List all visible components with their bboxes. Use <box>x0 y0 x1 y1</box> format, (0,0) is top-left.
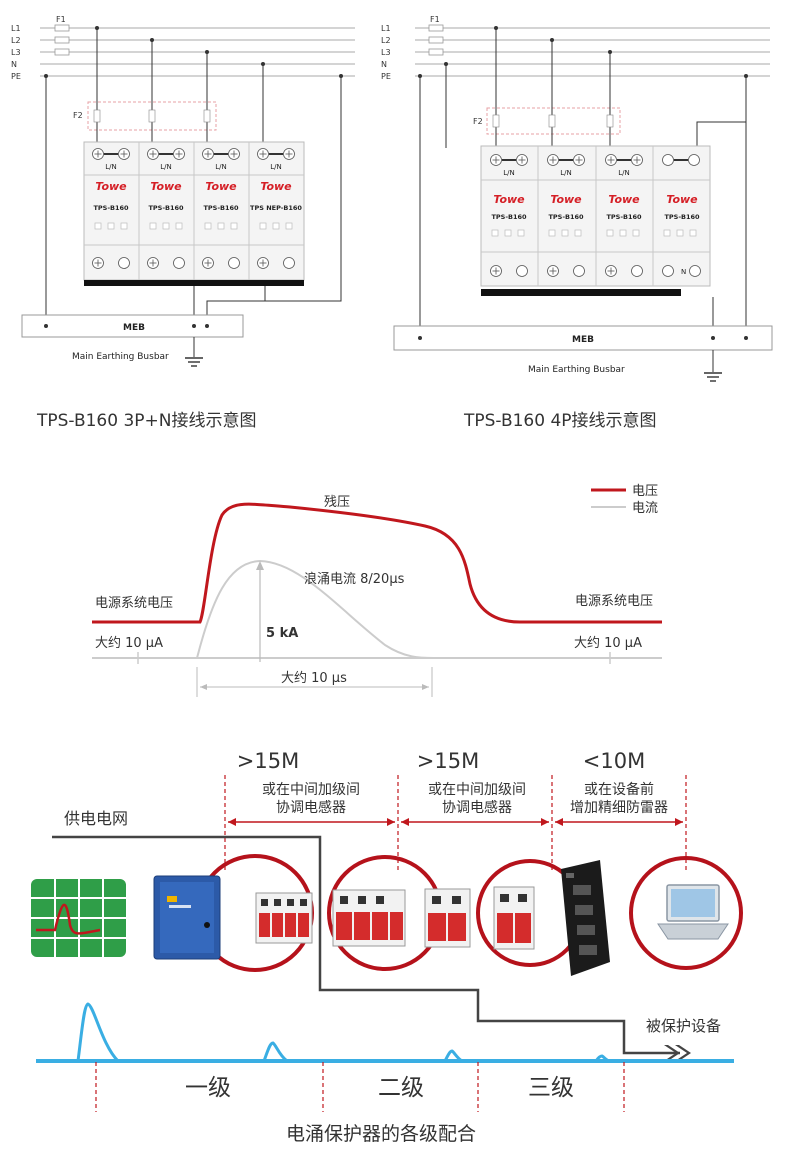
note-2-line-1: 或在中间加级间 <box>428 782 526 798</box>
meb-label: MEB <box>123 323 145 333</box>
residual-voltage-label: 残压 <box>324 495 350 510</box>
duration-label: 大约 10 μs <box>281 671 347 686</box>
note-1-line-1: 或在中间加级间 <box>262 782 360 798</box>
waveform-svg: 电压 电流 残压 浪涌电流 8/20μs 5 kA 电源系统电压 电源系统电压 … <box>92 484 662 697</box>
terminal-label: L/N <box>105 163 117 171</box>
busbar-label: Main Earthing Busbar <box>72 352 169 362</box>
terminal-n-label: N <box>681 268 686 276</box>
terminal-label: L/N <box>160 163 172 171</box>
peak-label: 5 kA <box>266 626 298 641</box>
legend-voltage: 电压 <box>632 484 658 499</box>
note-3-line-2: 增加精细防雷器 <box>570 800 668 816</box>
module-model: TPS-B160 <box>203 204 239 212</box>
spd-module-icon <box>255 892 313 944</box>
note-3-line-1: 或在设备前 <box>584 781 654 798</box>
level-1: 一级 <box>185 1075 231 1101</box>
caption-3p-n: TPS-B160 3P+N接线示意图 <box>37 411 257 431</box>
level-3: 三级 <box>528 1075 574 1101</box>
coordination-caption: 电涌保护器的各级配合 <box>286 1123 476 1145</box>
wiring-left: L1 L2 L3 N PE F1 F2 <box>11 15 355 367</box>
terminal-label: L/N <box>560 169 572 177</box>
meb-label: MEB <box>572 335 594 345</box>
line-label-l3: L3 <box>381 48 391 57</box>
module-model: TPS-B160 <box>664 213 700 221</box>
line-label-l3: L3 <box>11 48 21 57</box>
surge-pulses <box>76 1002 610 1063</box>
spd-cabinet-icon <box>153 875 221 960</box>
line-label-l1: L1 <box>381 24 391 33</box>
laptop-icon <box>657 884 729 940</box>
wiring-right: L1 L2 L3 N PE F1 F2 <box>381 15 773 382</box>
brand-logo: Towe <box>550 193 582 206</box>
level-2: 二级 <box>378 1075 424 1101</box>
caption-4p: TPS-B160 4P接线示意图 <box>464 411 657 431</box>
brand-logo: Towe <box>205 180 237 193</box>
power-strip-icon <box>561 860 610 976</box>
distance-3: <10M <box>583 749 645 773</box>
spd-coordination: >15M >15M <10M 或在中间加级间 协调电感器 或在中间加级间 协调电… <box>0 730 790 1172</box>
right-module-row: L/N L/N L/N Towe Towe Towe Towe TPS-B160… <box>480 145 711 296</box>
note-1-line-2: 协调电感器 <box>276 799 346 816</box>
spd-module-icon <box>493 886 535 950</box>
approx-current-left: 大约 10 μA <box>95 636 163 651</box>
line-label-pe: PE <box>381 72 391 81</box>
module-model: TPS-B160 <box>548 213 584 221</box>
terminal-label: L/N <box>618 169 630 177</box>
module-model: TPS-B160 <box>93 204 129 212</box>
protected-equipment-label: 被保护设备 <box>646 1017 721 1035</box>
system-voltage-left: 电源系统电压 <box>95 596 173 611</box>
coordination-svg: >15M >15M <10M 或在中间加级间 协调电感器 或在中间加级间 协调电… <box>31 749 743 1145</box>
brand-logo: Towe <box>493 193 525 206</box>
module-model: TPS-B160 <box>148 204 184 212</box>
protection-rings <box>196 854 743 972</box>
surge-waveform: 电压 电流 残压 浪涌电流 8/20μs 5 kA 电源系统电压 电源系统电压 … <box>0 470 790 720</box>
chevron-right-icon <box>664 1045 691 1061</box>
terminal-label: L/N <box>215 163 227 171</box>
voltage-step-line <box>52 835 680 1055</box>
brand-logo: Towe <box>150 180 182 193</box>
legend-current: 电流 <box>632 501 658 516</box>
brand-logo: Towe <box>95 180 127 193</box>
fuse-f2-label: F2 <box>73 111 83 120</box>
brand-logo: Towe <box>666 193 698 206</box>
line-label-l2: L2 <box>11 36 21 45</box>
distance-2: >15M <box>417 749 479 773</box>
note-2-line-2: 协调电感器 <box>442 799 512 816</box>
line-label-l2: L2 <box>381 36 391 45</box>
terminal-label: L/N <box>503 169 515 177</box>
brand-logo: Towe <box>260 180 292 193</box>
wiring-svg: L1 L2 L3 N PE F1 F2 <box>11 15 773 382</box>
line-label-n: N <box>11 60 17 69</box>
line-label-n: N <box>381 60 387 69</box>
brand-logo: Towe <box>608 193 640 206</box>
spd-module-icon <box>332 889 406 947</box>
terminal-label: L/N <box>270 163 282 171</box>
surge-current-curve <box>196 559 435 659</box>
approx-current-right: 大约 10 μA <box>574 636 642 651</box>
power-grid-icon <box>31 879 126 957</box>
spd-module-icon <box>424 888 471 948</box>
system-voltage-right: 电源系统电压 <box>575 594 653 609</box>
fuse-f1-label: F1 <box>56 15 66 24</box>
line-label-pe: PE <box>11 72 21 81</box>
voltage-curve <box>92 502 662 624</box>
line-label-l1: L1 <box>11 24 21 33</box>
fuse-f2-label: F2 <box>473 117 483 126</box>
fuse-f1-label: F1 <box>430 15 440 24</box>
module-model: TPS NEP-B160 <box>250 204 302 212</box>
left-module-row: L/N L/N L/N L/N Towe Towe Towe Towe TPS-… <box>83 141 305 286</box>
distance-1: >15M <box>237 749 299 773</box>
wiring-diagrams: L1 L2 L3 N PE F1 F2 <box>0 0 790 440</box>
power-grid-label: 供电电网 <box>64 809 128 828</box>
module-model: TPS-B160 <box>491 213 527 221</box>
busbar-label: Main Earthing Busbar <box>528 365 625 375</box>
surge-current-label: 浪涌电流 8/20μs <box>304 572 405 587</box>
module-model: TPS-B160 <box>606 213 642 221</box>
